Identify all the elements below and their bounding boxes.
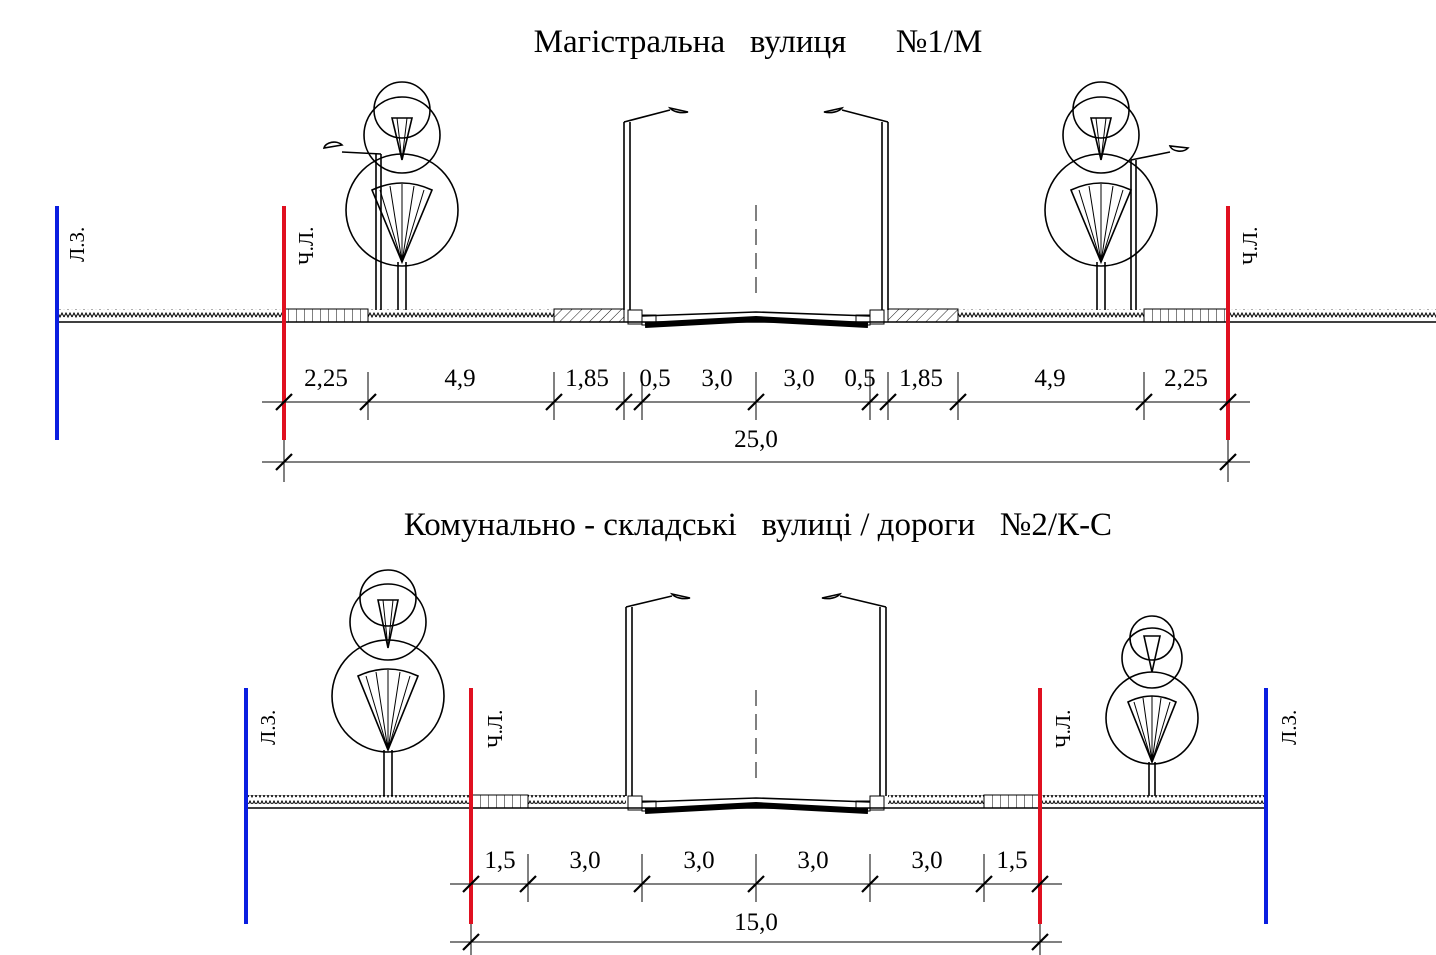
grass-strip [1040,795,1266,804]
tree [1105,615,1199,796]
street-lamp [625,592,691,796]
sidewalk-tiles [1143,308,1230,323]
sidewalk-tiles [983,794,1041,809]
dim-label: 4,9 [1034,365,1065,392]
section-2-title: Комунально - складські вулиці / дороги №… [404,507,1112,543]
edge-strip [855,800,871,812]
dim-label: 3,0 [783,365,814,392]
hatched-strip [887,308,959,323]
dim-total: 15,0 [734,909,778,936]
roadway-base [644,801,869,814]
building-line-label: Ч.Л. [1051,710,1075,748]
roadway-surface [641,797,871,803]
zoning-line-label: Л.З. [1277,710,1301,745]
section-2-utility-street: Комунально - складські вулиці / дороги №… [244,507,1301,955]
dim-total: 25,0 [734,426,778,453]
grass-strip [888,795,984,804]
dim-label: 0,5 [639,365,670,392]
roadway-base [644,315,869,328]
zoning-line-label: Л.З. [256,710,280,745]
dim-label: 3,0 [569,847,600,874]
dimension-chain [262,372,1250,482]
street-lamp [322,141,382,310]
tree [345,81,459,310]
hatched-strip [553,308,625,323]
section-1-title: Магістральна вулиця №1/М [534,24,983,60]
sidewalk-tiles [471,794,529,809]
grass-strip [958,309,1144,318]
dim-label: 3,0 [911,847,942,874]
dim-label: 3,0 [683,847,714,874]
street-lamp [623,106,689,310]
street-lamp [821,592,887,796]
tree [1044,81,1158,310]
dim-label: 2,25 [304,365,348,392]
zoning-line-label: Л.З. [65,227,89,262]
dimension-chain [450,854,1062,955]
grass-strip [57,309,283,318]
grass-strip [246,795,472,804]
dim-label: 1,85 [565,365,609,392]
roadway-surface [641,311,871,317]
dim-label: 1,5 [996,847,1027,874]
dim-label: 2,25 [1164,365,1208,392]
edge-strip [855,314,871,326]
dim-label: 3,0 [797,847,828,874]
dim-label: 1,5 [484,847,515,874]
tree [331,569,445,796]
street-lamp [823,106,889,310]
dim-label: 4,9 [444,365,475,392]
building-line-label: Ч.Л. [294,227,318,265]
sidewalk-tiles [282,308,369,323]
edge-strip [641,314,657,326]
dim-label: 1,85 [899,365,943,392]
grass-strip [368,309,554,318]
dim-label: 3,0 [701,365,732,392]
grass-strip [528,795,626,804]
section-1-main-street: Магістральна вулиця №1/М [55,24,1436,482]
building-line-label: Ч.Л. [1238,227,1262,265]
street-lamp [1130,145,1190,310]
building-line-label: Ч.Л. [483,710,507,748]
grass-strip [1229,309,1436,318]
dim-label: 0,5 [844,365,875,392]
edge-strip [641,800,657,812]
